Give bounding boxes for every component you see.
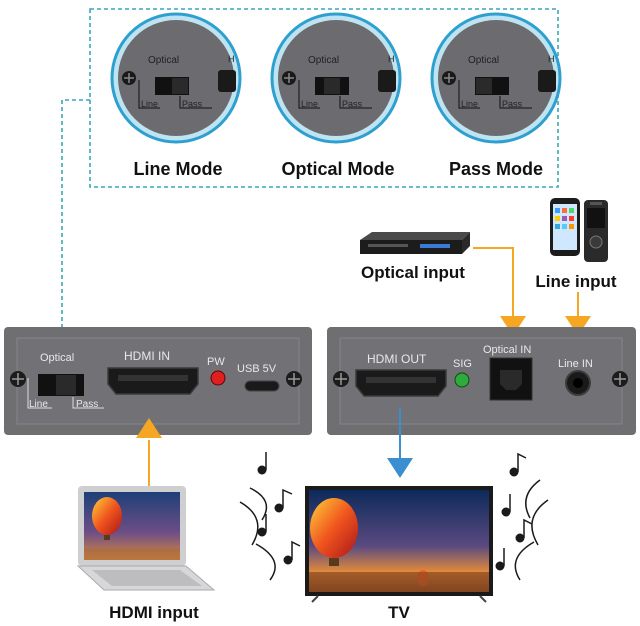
mode-port-glyph: H [228, 54, 235, 64]
mode-pass-label: Pass [342, 99, 363, 109]
modes-connector-line [61, 99, 90, 340]
tv-icon [305, 486, 493, 603]
optical-input-label: Optical input [361, 263, 465, 282]
mode-line-label: Line [141, 99, 158, 109]
mode-switch-label: Optical [308, 55, 339, 66]
music-notes-right-icon [495, 452, 549, 581]
left-device: Optical Line Pass HDMI IN PW USB 5V [4, 327, 312, 435]
hdmi-input-label: HDMI input [109, 603, 199, 622]
laptop-icon [76, 486, 216, 591]
mode-optical: Optical Line Pass H [270, 12, 402, 144]
voice-recorder-icon [584, 200, 608, 262]
mode-caption-pass: Pass Mode [449, 159, 543, 179]
line-in-label: Line IN [558, 358, 593, 370]
hdmi-input-arrow [136, 418, 162, 438]
usb-port [244, 380, 280, 392]
tv-label: TV [388, 603, 410, 622]
power-led [210, 370, 226, 386]
mode-line-label: Line [461, 99, 478, 109]
mode-pass-label: Pass [502, 99, 523, 109]
mode-line: Optical Line Pass H [110, 12, 242, 144]
line-in-arrow [565, 316, 591, 336]
mode-caption-line: Line Mode [134, 159, 223, 179]
left-switch-title: Optical [40, 352, 74, 364]
dvd-player-icon [360, 232, 470, 254]
optical-line [473, 247, 514, 318]
mode-pass: Optical Line Pass H [430, 12, 562, 144]
phone-icon [550, 198, 580, 256]
hdmi-out-label: HDMI OUT [367, 352, 427, 366]
signal-led [454, 372, 470, 388]
music-notes-left-icon [239, 452, 301, 581]
pw-label: PW [207, 356, 225, 368]
tv-output-arrow [387, 458, 413, 478]
mode-switch-label: Optical [148, 55, 179, 66]
optical-arrow [500, 316, 526, 336]
hdmi-in-label: HDMI IN [124, 349, 170, 363]
left-switch-pass: Pass [76, 399, 98, 410]
usb-label: USB 5V [237, 363, 277, 375]
mode-switch-label: Optical [468, 55, 499, 66]
mode-caption-optical: Optical Mode [281, 159, 394, 179]
line-input-label: Line input [535, 272, 617, 291]
right-device: HDMI OUT SIG Optical IN Line IN [327, 327, 636, 435]
left-switch-line: Line [29, 399, 48, 410]
sig-label: SIG [453, 358, 472, 370]
mode-line-label: Line [301, 99, 318, 109]
mode-port-glyph: H [548, 54, 555, 64]
optical-in-label: Optical IN [483, 344, 531, 356]
mode-port-glyph: H [388, 54, 395, 64]
mode-pass-label: Pass [182, 99, 203, 109]
